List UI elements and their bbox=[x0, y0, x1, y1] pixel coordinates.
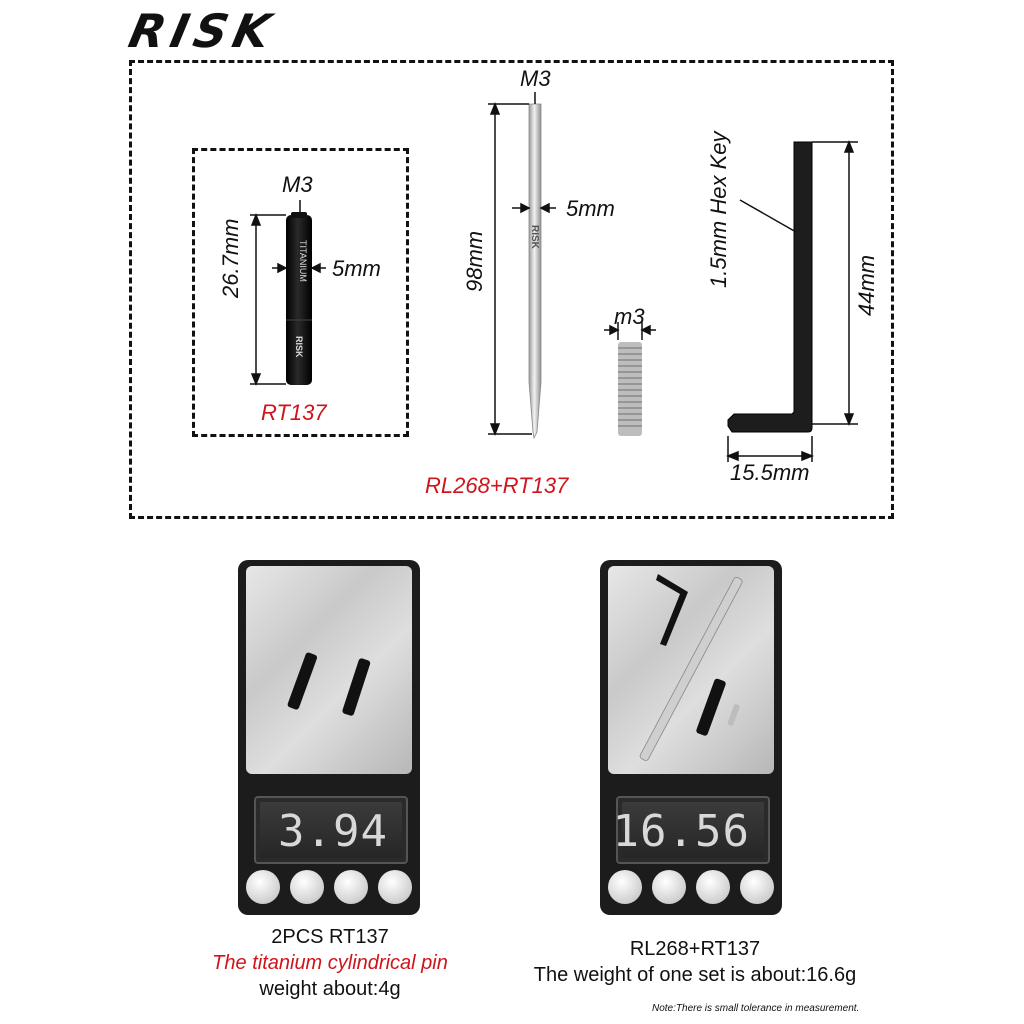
left-caption-line3: weight about:4g bbox=[259, 978, 401, 1000]
scale-right-button-1 bbox=[608, 870, 642, 904]
svg-text:RISK: RISK bbox=[294, 336, 304, 358]
scale-left-button-2 bbox=[290, 870, 324, 904]
svg-text:RISK: RISK bbox=[529, 225, 540, 250]
scale-left-button-3 bbox=[334, 870, 368, 904]
right-caption-line1: RL268+RT137 bbox=[629, 938, 761, 960]
scale-left-display: 3.94 bbox=[254, 796, 408, 864]
scale-right-button-3 bbox=[696, 870, 730, 904]
svg-text:TITANIUM: TITANIUM bbox=[298, 240, 308, 282]
scale-right-reading: 16.56 bbox=[612, 806, 750, 857]
right-caption-line2: The weight of one set is about:16.6g bbox=[533, 964, 857, 986]
pin-diameter-label: 5mm bbox=[332, 256, 381, 281]
scale-left-plate bbox=[246, 566, 412, 774]
screw-thread-label: m3 bbox=[614, 304, 645, 329]
titanium-pin-drawing: TITANIUM RISK bbox=[286, 212, 312, 385]
scale-left-button-1 bbox=[246, 870, 280, 904]
hex-key-name-label: 1.5mm Hex Key bbox=[706, 131, 731, 289]
scale-right-display: 16.56 bbox=[612, 796, 770, 864]
parts-diagram: TITANIUM RISK RISK bbox=[250, 92, 858, 462]
rod-diameter-label: 5mm bbox=[566, 196, 615, 221]
hex-key-drawing bbox=[727, 141, 813, 433]
scale-left-reading: 3.94 bbox=[278, 806, 388, 857]
scale-right-button-4 bbox=[740, 870, 774, 904]
scale-left: 3.94 bbox=[238, 560, 420, 915]
tolerance-note: Note:There is small tolerance in measure… bbox=[652, 1003, 860, 1014]
inner-caption: RT137 bbox=[261, 400, 327, 425]
pin-thread-label: M3 bbox=[282, 172, 313, 197]
left-caption-line2: The titanium cylindrical pin bbox=[212, 952, 448, 974]
left-caption: 2PCS RT137 The titanium cylindrical pin … bbox=[180, 924, 480, 1002]
pin-length-label: 26.7mm bbox=[218, 218, 243, 298]
left-caption-line1: 2PCS RT137 bbox=[271, 926, 389, 948]
hex-key-width-label: 15.5mm bbox=[730, 460, 810, 485]
scale-right-button-2 bbox=[652, 870, 686, 904]
scale-left-button-4 bbox=[378, 870, 412, 904]
inner-dashed-frame bbox=[192, 148, 409, 437]
scale-left-pins bbox=[287, 652, 371, 716]
outer-dashed-frame bbox=[129, 60, 894, 519]
scale-right-items bbox=[639, 574, 743, 761]
right-caption: RL268+RT137 The weight of one set is abo… bbox=[500, 936, 890, 988]
rod-thread-label: M3 bbox=[520, 66, 551, 91]
tool-rod-drawing: RISK bbox=[528, 103, 542, 440]
rod-length-label: 98mm bbox=[462, 230, 487, 292]
scale-right: 16.56 bbox=[600, 560, 782, 915]
hex-key-height-label: 44mm bbox=[854, 254, 879, 316]
outer-caption: RL268+RT137 bbox=[425, 473, 569, 498]
set-screw-drawing bbox=[618, 342, 642, 436]
